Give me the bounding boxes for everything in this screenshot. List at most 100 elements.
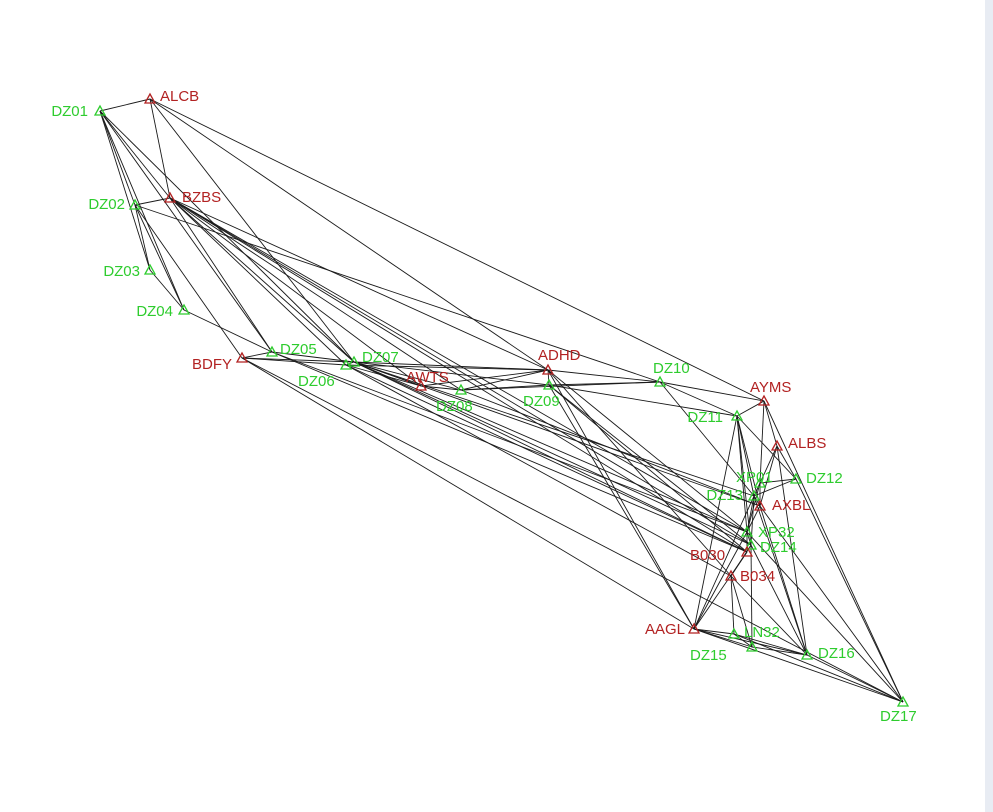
- edge-dz09-b030: [548, 384, 748, 553]
- edge-dz02-dz03: [134, 204, 151, 271]
- station-label: AYMS: [750, 379, 791, 396]
- station-aagl: AAGL: [645, 621, 701, 638]
- station-label: DZ13: [706, 487, 743, 504]
- station-axbl: AXBL: [753, 497, 810, 514]
- edge-dz01-dz04: [99, 110, 185, 311]
- edge-albs-dz12: [776, 445, 797, 480]
- edge-bzbs-dz14: [169, 197, 752, 546]
- station-label: DZ07: [362, 349, 399, 366]
- edge-ayms-dz17: [763, 400, 904, 703]
- station-dz17: DZ17: [880, 695, 917, 725]
- triangle-marker-icon: [753, 499, 767, 511]
- edge-dz07-dz08: [353, 361, 462, 391]
- station-label: B030: [690, 547, 725, 564]
- triangle-marker-icon: [724, 569, 738, 581]
- triangle-marker-icon: [789, 472, 803, 484]
- station-label: XP32: [758, 524, 795, 541]
- station-awts: AWTS: [406, 369, 449, 391]
- station-label: DZ15: [690, 647, 727, 664]
- station-dz15: DZ15: [690, 640, 759, 664]
- edge-adhd-aagl: [547, 369, 695, 630]
- edge-bdfy-dz05: [241, 351, 273, 359]
- station-b030: B030: [690, 545, 754, 564]
- triangle-marker-icon: [339, 358, 353, 370]
- edge-xp01-dz12: [759, 478, 797, 484]
- station-xp01: XP01: [736, 469, 773, 488]
- station-dz05: DZ05: [265, 341, 317, 358]
- edge-awts-dz08: [420, 385, 462, 391]
- triangle-marker-icon: [143, 263, 157, 275]
- edge-dz13-xp32: [746, 495, 755, 533]
- edge-dz11-aagl: [693, 415, 738, 630]
- station-label: DZ09: [523, 393, 560, 410]
- station-label: DZ10: [653, 360, 690, 377]
- edge-xp32-dz14: [746, 531, 752, 546]
- station-label: ADHD: [538, 347, 581, 364]
- triangle-marker-icon: [770, 439, 784, 451]
- station-label: AXBL: [772, 497, 810, 514]
- triangle-marker-icon: [414, 379, 428, 391]
- edge-b034-ln32: [730, 575, 735, 635]
- edge-dz01-dz03: [99, 110, 151, 271]
- edge-dz16-dz17: [806, 654, 904, 703]
- edge-dz08-axbl: [460, 389, 761, 507]
- edge-dz09-dz11: [548, 384, 738, 417]
- edge-albs-xp01: [759, 445, 778, 484]
- edge-dz05-b030: [271, 351, 748, 553]
- edge-dz02-bdfy: [134, 204, 243, 359]
- edge-dz14-dz16: [750, 544, 808, 656]
- edge-alcb-adhd: [149, 98, 549, 371]
- edge-xp32-dz17: [746, 531, 904, 703]
- edge-bzbs-dz08: [169, 197, 462, 391]
- edge-bzbs-b030: [169, 197, 748, 553]
- triangle-marker-icon: [454, 383, 468, 395]
- triangle-marker-icon: [740, 525, 754, 537]
- edge-bdfy-dz17: [241, 357, 904, 703]
- station-label: XP01: [736, 469, 773, 486]
- triangle-marker-icon: [177, 303, 191, 315]
- edge-bzbs-dz07: [169, 197, 355, 363]
- edge-dz13-dz16: [753, 495, 808, 656]
- station-dz02: DZ02: [88, 196, 142, 213]
- edge-dz10-dz13: [659, 381, 755, 497]
- edge-ln32-dz15: [733, 633, 753, 648]
- triangle-marker-icon: [745, 640, 759, 652]
- edge-dz07-dz13: [353, 361, 755, 497]
- edge-adhd-dz10: [547, 369, 661, 383]
- station-label: ALBS: [788, 435, 826, 452]
- station-dz16: DZ16: [800, 645, 855, 662]
- triangle-marker-icon: [653, 375, 667, 387]
- edge-dz07-dz09: [353, 361, 550, 386]
- edge-bzbs-dz06: [169, 197, 347, 366]
- station-bzbs: BZBS: [163, 189, 221, 206]
- edge-alcb-ayms: [149, 98, 765, 402]
- edge-bdfy-dz07: [241, 357, 355, 363]
- edge-dz14-dz15: [750, 544, 753, 648]
- station-dz10: DZ10: [653, 360, 690, 387]
- edge-axbl-dz16: [759, 505, 808, 656]
- triangle-marker-icon: [747, 489, 761, 501]
- station-label: BDFY: [192, 356, 232, 373]
- edge-dz15-dz16: [751, 646, 808, 656]
- edge-dz02-bzbs: [134, 197, 171, 206]
- edge-bzbs-xp32: [169, 197, 748, 533]
- edge-dz12-dz17: [795, 478, 904, 703]
- edge-aagl-ln32: [693, 628, 735, 635]
- triangle-marker-icon: [265, 345, 279, 357]
- station-dz07: DZ07: [347, 349, 399, 367]
- station-label: BZBS: [182, 189, 221, 206]
- edge-xp32-aagl: [693, 531, 748, 630]
- station-dz08: DZ08: [436, 383, 473, 415]
- edge-dz02-dz10: [134, 204, 661, 383]
- triangle-marker-icon: [730, 409, 744, 421]
- edge-dz04-dz05: [183, 309, 273, 353]
- station-dz13: DZ13: [706, 487, 761, 504]
- edge-bzbs-awts: [169, 197, 422, 387]
- edge-ln32-dz16: [733, 633, 808, 656]
- station-label: DZ05: [280, 341, 317, 358]
- triangle-marker-icon: [800, 648, 814, 660]
- edge-dz09-dz10: [548, 381, 661, 386]
- station-label: AAGL: [645, 621, 685, 638]
